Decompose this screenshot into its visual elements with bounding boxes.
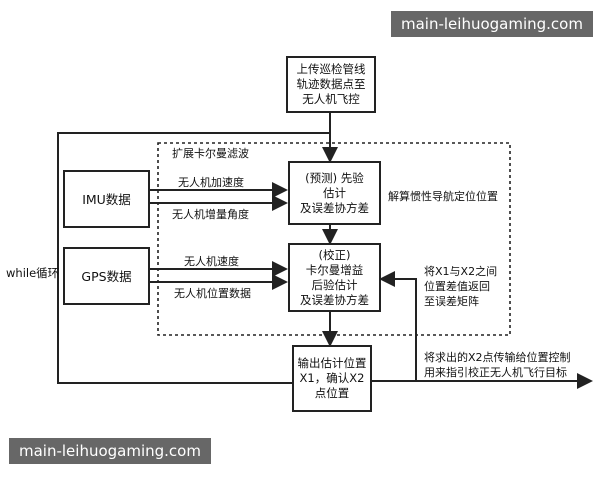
gps-box: GPS数据 <box>63 247 150 305</box>
imu-box: IMU数据 <box>63 170 150 228</box>
while-loop-label: while循环 <box>6 266 60 280</box>
arrow-feedback <box>379 271 417 381</box>
inertial-nav-label: 解算惯性导航定位位置 <box>388 190 498 203</box>
feedback-label: 将X1与X2之间 位置差值返回 至误差矩阵 <box>424 265 498 308</box>
upload-box: 上传巡检管线 轨迹数据点至 无人机飞控 <box>286 56 376 113</box>
correct-box: (校正) 卡尔曼增益 后验估计 及误差协方差 <box>288 243 381 312</box>
ekf-region-label: 扩展卡尔曼滤波 <box>172 147 249 160</box>
output-box: 输出估计位置 X1，确认X2 点位置 <box>292 345 372 412</box>
while-loop-line <box>57 132 330 384</box>
watermark-bottom: main-leihuogaming.com <box>9 438 211 464</box>
imu-angle-label: 无人机增量角度 <box>172 208 249 221</box>
gps-position-label: 无人机位置数据 <box>174 287 251 300</box>
gps-speed-label: 无人机速度 <box>184 255 239 268</box>
output-note-label: 将求出的X2点传输给位置控制 用来指引校正无人机飞行目标 <box>424 351 571 379</box>
watermark-top: main-leihuogaming.com <box>391 11 593 37</box>
imu-accel-label: 无人机加速度 <box>178 176 244 189</box>
predict-box: (预测) 先验 估计 及误差协方差 <box>288 161 381 225</box>
